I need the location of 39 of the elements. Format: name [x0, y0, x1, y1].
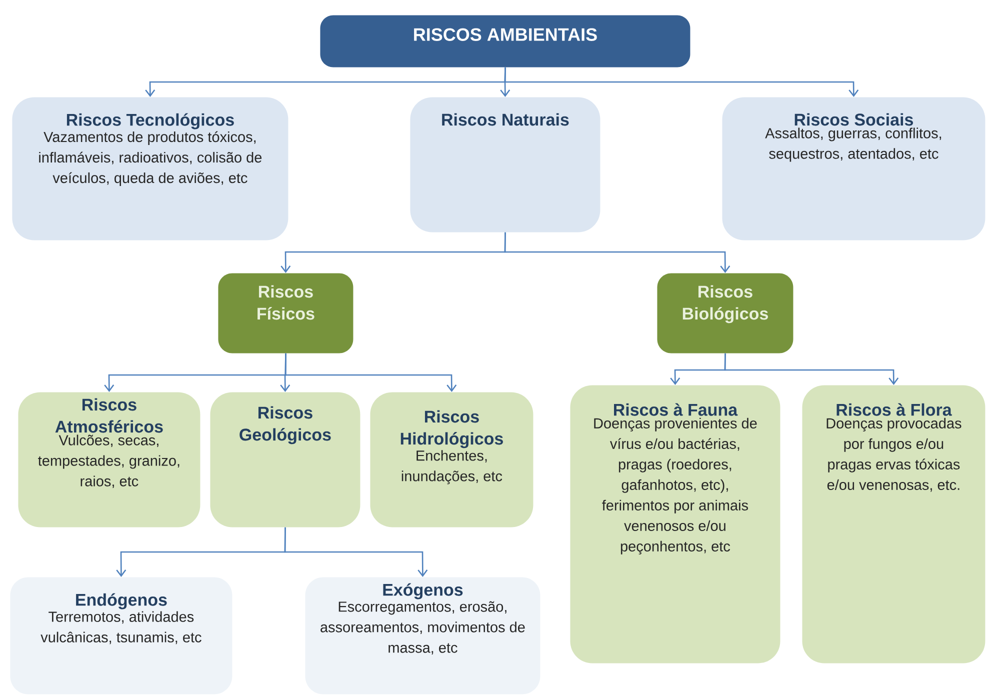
connector-arrow	[504, 67, 859, 97]
description: Vulcões, secas, tempestades, granizo, raios, etc	[38, 434, 180, 488]
heading: Riscos Hidrológicos	[400, 410, 503, 448]
heading: Endógenos	[76, 593, 167, 610]
connector-arrow	[284, 353, 457, 392]
heading: Riscos Tecnológicos	[66, 113, 234, 130]
risk-box	[10, 577, 232, 694]
heading: Riscos Atmosféricos	[55, 398, 163, 433]
category-box	[12, 97, 288, 240]
heading: Riscos à Fauna	[614, 403, 738, 416]
connector-arrow	[504, 232, 730, 273]
connector-arrow	[284, 527, 428, 577]
category-box	[722, 97, 986, 240]
risk-box	[370, 392, 534, 528]
subcategory-box	[657, 273, 794, 354]
risk-box	[18, 392, 200, 528]
description: Assaltos, guerras, conflitos, sequestros, atentados, etc	[765, 128, 942, 162]
heading: Exógenos	[383, 583, 463, 600]
risk-box	[802, 385, 986, 664]
heading: Riscos Geológicos	[240, 406, 331, 444]
description: Vazamentos de produtos tóxicos, inflamáveis, radioativos, colisão de veículos, queda de aviões, etc	[39, 131, 262, 186]
description: Doenças provocadas por fungos e/ou pragas ervas tóxicas e/ou venenosas, etc.	[826, 418, 962, 492]
heading: Riscos Sociais	[794, 113, 913, 126]
title-box	[320, 15, 690, 68]
heading: RISCOS AMBIENTAIS	[414, 28, 597, 41]
risk-box	[305, 577, 540, 694]
subcategory-box	[218, 273, 354, 354]
heading: Riscos Físicos	[258, 285, 314, 320]
heading: Riscos Biológicos	[682, 285, 768, 324]
description: Escorregamentos, erosão, assoreamentos, movimentos de massa, etc	[320, 601, 525, 655]
connector-arrow	[724, 353, 899, 385]
description: Doenças provenientes de vírus e/ou bactérias, pragas (roedores, gafanhotos, etc), ferimentos por animais venenosos e/ou peçonhentos, etc	[594, 418, 757, 554]
risk-box	[570, 385, 780, 664]
risk-box	[210, 392, 360, 528]
description: Terremotos, atividades vulcânicas, tsunamis, etc	[40, 611, 202, 644]
heading: Riscos à Flora	[836, 403, 952, 416]
description: Enchentes, inundações, etc	[402, 450, 502, 484]
heading: Riscos Naturais	[442, 113, 569, 126]
category-box	[410, 97, 600, 232]
